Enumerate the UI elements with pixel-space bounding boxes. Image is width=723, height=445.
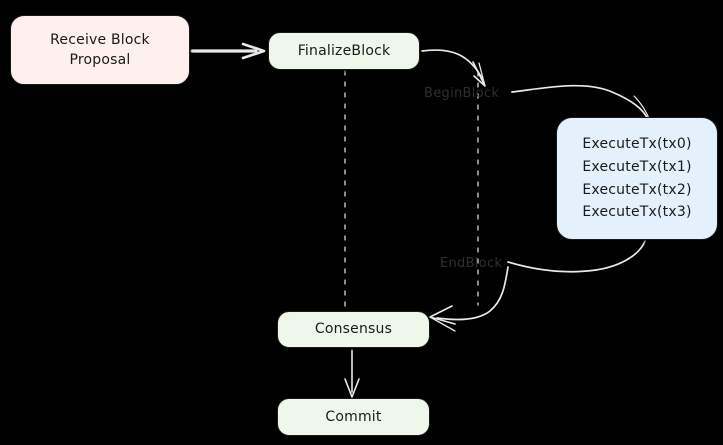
execute-tx-line-1: ExecuteTx(tx1) [582,158,692,175]
node-execute-tx[interactable]: ExecuteTx(tx0) ExecuteTx(tx1) ExecuteTx(… [556,117,718,240]
execute-tx-line-0: ExecuteTx(tx0) [582,136,692,153]
edge-proposal-to-finalize [190,42,266,60]
node-consensus[interactable]: Consensus [277,311,430,348]
edge-beginblock-to-execute [511,84,651,122]
edge-execute-to-consensus [429,240,646,332]
node-commit[interactable]: Commit [277,398,430,436]
execute-tx-line-2: ExecuteTx(tx2) [582,181,692,198]
edge-label-end-block: EndBlock [440,256,503,271]
edge-label-begin-block: BeginBlock [424,86,500,101]
edge-consensus-to-commit [344,349,360,398]
execute-tx-line-3: ExecuteTx(tx3) [582,204,692,221]
node-receive-block-proposal[interactable]: Receive Block Proposal [10,15,190,85]
node-finalize-block[interactable]: FinalizeBlock [268,32,420,70]
edge-finalize-to-beginblock [421,49,486,87]
